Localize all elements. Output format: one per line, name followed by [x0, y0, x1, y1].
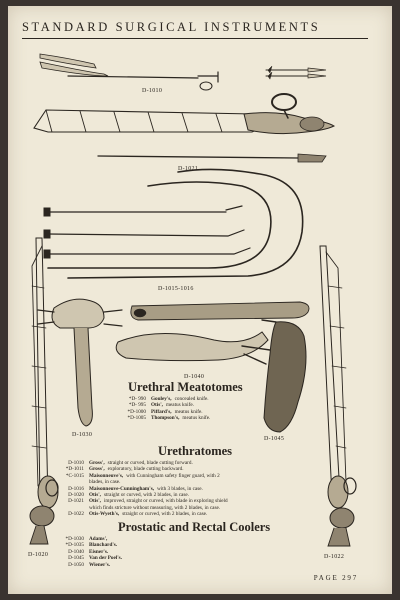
figure-label-d1021: D-1021 [178, 166, 199, 172]
catalog-page: STANDARD SURGICAL INSTRUMENTS [8, 6, 392, 594]
page-header: STANDARD SURGICAL INSTRUMENTS [22, 20, 368, 39]
figure-label-d1015: D-1015-1016 [158, 286, 194, 292]
d1020-urethrotome-illustration [29, 237, 59, 545]
d1045-cooler-illustration [261, 319, 307, 433]
d1015-sound-illustration [43, 168, 304, 279]
figure-label-d1045: D-1045 [264, 436, 285, 442]
d1030-cooler-illustration [37, 298, 123, 427]
figure-label-d1020: D-1020 [28, 552, 49, 558]
meatotomes-title: Urethral Meatotomes [128, 380, 243, 394]
d1022-urethrotome-illustration [319, 245, 357, 547]
d1021-urethrotome-illustration [33, 93, 335, 163]
list-item: which finds stricture without measuring,… [89, 504, 221, 511]
page-number: PAGE 297 [313, 574, 358, 582]
figure-label-d1010: D-1010 [142, 88, 163, 94]
urethratomes-title: Urethratomes [158, 444, 233, 458]
figure-label-d1030: D-1030 [72, 432, 93, 438]
list-item: blades, in case. [89, 479, 121, 486]
d1040-cooler-illustration [115, 301, 310, 365]
d1010-knife-illustration [39, 53, 327, 91]
figure-label-d1040: D-1040 [184, 374, 205, 380]
instrument-illustrations [29, 53, 357, 547]
coolers-title: Prostatic and Rectal Coolers [118, 520, 271, 534]
figure-label-d1022: D-1022 [324, 554, 345, 560]
